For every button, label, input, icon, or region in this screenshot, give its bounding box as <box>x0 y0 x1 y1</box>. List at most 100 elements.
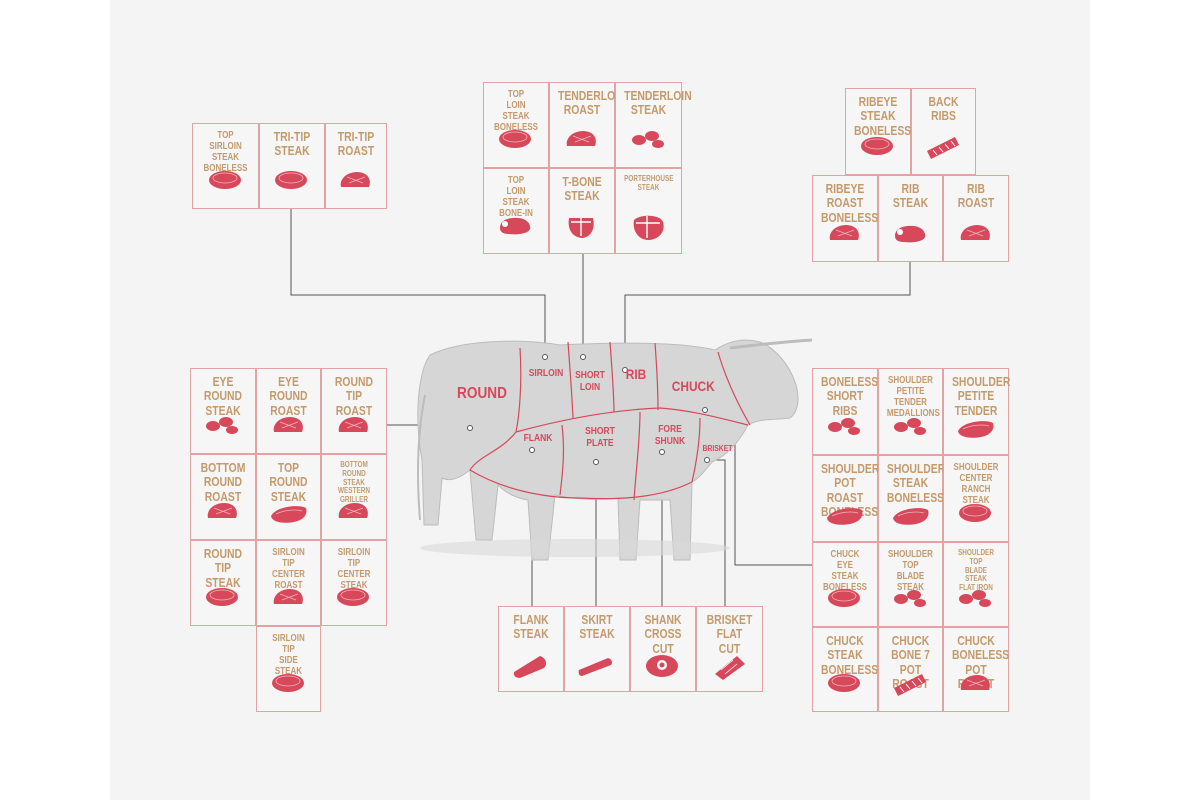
cut-cell-round: ROUND TIP STEAK <box>190 540 256 626</box>
medallions-icon <box>204 414 242 447</box>
steak-icon <box>270 672 308 705</box>
cut-label: SIRLOIN TIP SIDE STEAK <box>272 633 305 677</box>
cut-label: SIRLOIN TIP CENTER STEAK <box>337 547 371 591</box>
cut-label: TRI-TIP ROAST <box>337 129 375 159</box>
cut-cell-short_loin: TOP LOIN STEAK BONE-IN <box>483 168 549 254</box>
brisket-icon <box>711 652 749 685</box>
cut-cell-chuck: CHUCK BONE 7 POT ROAST <box>878 627 943 712</box>
cut-cell-round: BOTTOM ROUND ROAST <box>190 454 256 540</box>
cut-cell-round: EYE ROUND ROAST <box>256 368 321 454</box>
cut-label: BOTTOM ROUND STEAK WESTERN GRILLER <box>338 460 370 505</box>
ribs-icon <box>892 672 930 705</box>
cow-silhouette <box>416 338 813 561</box>
roast-icon <box>957 672 995 705</box>
cut-label: SHANK CROSS CUT <box>644 612 682 656</box>
cut-label: SKIRT STEAK <box>579 612 615 642</box>
shank-brisket-divider <box>691 417 701 483</box>
loin-rib-divider-2 <box>609 341 615 413</box>
steak-icon <box>826 587 864 620</box>
region-fore-shank: FORE SHUNK <box>654 424 686 447</box>
steak-icon <box>335 586 373 619</box>
cut-label: ROUND TIP STEAK <box>203 546 243 590</box>
cut-region-lines <box>469 341 751 501</box>
cut-label: T-BONE STEAK <box>562 174 602 204</box>
mid-horizontal <box>515 407 749 433</box>
medallions-icon <box>630 128 668 161</box>
cut-cell-rib: RIB ROAST <box>943 175 1009 262</box>
cut-label: CHUCK EYE STEAK BONELESS <box>822 549 867 593</box>
cut-label: CHUCK STEAK BONELESS <box>821 633 879 677</box>
medallions-icon <box>826 415 864 448</box>
cut-label: SHOULDER PETITE TENDER MEDALLIONS <box>886 375 940 419</box>
cut-label: RIB ROAST <box>957 181 995 211</box>
region-chuck: CHUCK <box>671 378 715 394</box>
cut-cell-short_loin: PORTERHOUSE STEAK <box>615 168 682 254</box>
cut-cell-chuck: CHUCK BONELESS POT ROAST <box>943 627 1009 712</box>
shank-icon <box>644 652 682 685</box>
cut-cell-short_loin: T-BONE STEAK <box>549 168 615 254</box>
cut-label: BONELESS SHORT RIBS <box>821 374 879 418</box>
connector-sirloin <box>290 209 546 357</box>
steak-icon <box>497 128 535 161</box>
roast-icon <box>826 222 864 255</box>
medallions-icon <box>892 587 930 620</box>
cut-cell-round: EYE ROUND STEAK <box>190 368 256 454</box>
bone-in-steak-icon <box>497 214 535 247</box>
cut-cell-round: TOP ROUND STEAK <box>256 454 321 540</box>
region-rib: RIB <box>625 366 647 382</box>
cut-cell-bottom: FLANK STEAK <box>498 606 564 692</box>
long-steak-icon <box>957 415 995 448</box>
cut-cell-round: SIRLOIN TIP SIDE STEAK <box>256 626 321 712</box>
cut-cell-sirloin: TOP SIRLOIN STEAK BONELESS <box>192 123 259 209</box>
cow-body <box>417 339 799 561</box>
steak-icon <box>207 169 245 202</box>
cut-cell-bottom: SHANK CROSS CUT <box>630 606 696 692</box>
cut-label: FLANK STEAK <box>513 612 549 642</box>
cut-label: BOTTOM ROUND ROAST <box>200 460 246 504</box>
long-steak-icon <box>270 500 308 533</box>
cut-cell-sirloin: TRI-TIP STEAK <box>259 123 325 209</box>
cut-cell-round: BOTTOM ROUND STEAK WESTERN GRILLER <box>321 454 387 540</box>
steak-icon <box>957 502 995 535</box>
cut-label: SHOULDER TOP BLADE STEAK <box>888 549 933 593</box>
cut-label: ROUND TIP ROAST <box>334 374 374 418</box>
cut-cell-short_loin: TENDERLOIN ROAST <box>549 82 626 168</box>
cut-cell-chuck: SHOULDER TOP BLADE STEAK <box>878 542 943 627</box>
porterhouse-icon <box>630 214 668 247</box>
cut-cell-round: SIRLOIN TIP CENTER STEAK <box>321 540 387 626</box>
region-short-loin: SHORT LOIN <box>575 370 605 393</box>
skirt-icon <box>578 652 616 685</box>
cut-label: TENDERLOIN STEAK <box>624 88 692 118</box>
cut-label: TOP SIRLOIN STEAK BONELESS <box>203 130 248 174</box>
cut-label: RIBEYE ROAST BONELESS <box>821 181 879 225</box>
medallions-icon <box>957 587 995 620</box>
connector-brisket <box>707 459 726 606</box>
region-flank: FLANK <box>523 433 553 444</box>
cut-cell-chuck: BONELESS SHORT RIBS <box>812 368 878 455</box>
cut-cell-rib: RIBEYE STEAK BONELESS <box>845 88 911 175</box>
region-sirloin: SIRLOIN <box>528 368 564 379</box>
chuck-neck-divider <box>717 351 751 426</box>
flank-icon <box>512 652 550 685</box>
rib-chuck-divider <box>654 342 659 411</box>
cut-cell-short_loin: TENDERLOIN STEAK <box>615 82 692 168</box>
cut-cell-chuck: CHUCK STEAK BONELESS <box>812 627 878 712</box>
region-round: ROUND <box>457 385 507 402</box>
roast-icon <box>270 414 308 447</box>
cut-cell-chuck: CHUCK EYE STEAK BONELESS <box>812 542 878 627</box>
cut-label: TOP ROUND STEAK <box>269 460 308 504</box>
belly-line <box>469 469 693 500</box>
connector-rib <box>624 262 911 370</box>
roast-icon <box>337 169 375 202</box>
cut-label: BACK RIBS <box>928 94 959 124</box>
cut-label: TOP LOIN STEAK BONE-IN <box>499 175 533 219</box>
cut-label: SHOULDER STEAK BONELESS <box>886 461 946 505</box>
region-short-plate: SHORT PLATE <box>585 426 615 449</box>
roast-icon <box>335 500 373 533</box>
cut-label: SHOULDER TOP BLADE STEAK FLAT IRON <box>958 548 994 593</box>
roast-icon <box>270 586 308 619</box>
roast-icon <box>563 128 601 161</box>
long-steak-icon <box>826 502 864 535</box>
cut-cell-rib: BACK RIBS <box>911 88 976 175</box>
t-bone-icon <box>563 214 601 247</box>
